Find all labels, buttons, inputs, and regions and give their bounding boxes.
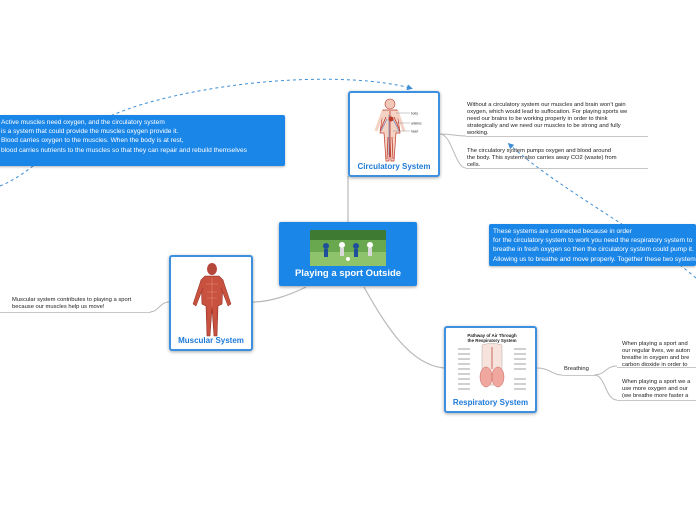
connector-central-respiratory bbox=[364, 287, 444, 368]
note-line: for the circulatory system to work you n… bbox=[493, 236, 696, 245]
circ-img-label-3: heart bbox=[411, 130, 418, 134]
muscular-diagram bbox=[187, 262, 237, 338]
topic-line: use more oxygen and our bbox=[622, 386, 696, 393]
topic-resp-more[interactable]: When playing a sport we a use more oxyge… bbox=[622, 379, 696, 400]
topic-line: oxygen, which would lead to suffocation.… bbox=[467, 109, 649, 116]
topic-underline bbox=[0, 312, 151, 313]
topic-line: because our muscles help us move! bbox=[12, 304, 152, 311]
topic-line: Muscular system contributes to playing a… bbox=[12, 297, 152, 304]
muscular-label: Muscular System bbox=[171, 336, 251, 345]
note-line: These systems are connected because in o… bbox=[493, 227, 696, 236]
resp-img-title-2: the Respiratory System bbox=[467, 338, 516, 343]
topic-line: our regular lives, we auton bbox=[622, 348, 696, 355]
connector-circulatory-pumps bbox=[440, 134, 466, 168]
circ-img-label-2: arteries bbox=[411, 122, 422, 126]
central-node[interactable]: Playing a sport Outside bbox=[279, 222, 417, 286]
circulatory-node[interactable]: body arteries heart Circulatory System bbox=[348, 91, 440, 177]
topic-circ-pumps[interactable]: The circulatory system pumps oxygen and … bbox=[467, 148, 649, 169]
topic-breathing[interactable]: Breathing bbox=[564, 366, 589, 373]
topic-underline bbox=[617, 367, 696, 368]
note-line: breathe in fresh oxygen so then the circ… bbox=[493, 245, 696, 254]
topic-underline bbox=[466, 136, 648, 137]
topic-underline bbox=[617, 400, 696, 401]
topic-line: (we breathe more faster a bbox=[622, 393, 696, 400]
connector-breathing-more bbox=[594, 375, 617, 400]
topic-line: When playing a sport and bbox=[622, 341, 696, 348]
connector-breathing-regular bbox=[594, 366, 617, 375]
topic-underline bbox=[466, 168, 648, 169]
respiratory-diagram: Pathway of Air Through the Respiratory S… bbox=[452, 331, 532, 401]
topic-muscular-contrib[interactable]: Muscular system contributes to playing a… bbox=[12, 297, 152, 311]
topic-underline bbox=[562, 375, 595, 376]
respiratory-node[interactable]: Pathway of Air Through the Respiratory S… bbox=[444, 326, 537, 413]
note-line: blood carries nutrients to the muscles s… bbox=[1, 146, 281, 155]
muscular-node[interactable]: Muscular System bbox=[169, 255, 253, 351]
note-systems-connected[interactable]: These systems are connected because in o… bbox=[489, 224, 696, 266]
soccer-photo bbox=[310, 230, 386, 266]
topic-line: the body. This system also carries away … bbox=[467, 155, 649, 162]
topic-line: strategically and we need our muscles to… bbox=[467, 123, 649, 130]
topic-line: When playing a sport we a bbox=[622, 379, 696, 386]
connector-central-muscular bbox=[253, 287, 306, 302]
topic-line: The circulatory system pumps oxygen and … bbox=[467, 148, 649, 155]
topic-circ-without[interactable]: Without a circulatory system our muscles… bbox=[467, 102, 649, 137]
topic-line: need our brains to be working properly i… bbox=[467, 116, 649, 123]
topic-resp-regular[interactable]: When playing a sport and our regular liv… bbox=[622, 341, 696, 369]
respiratory-label: Respiratory System bbox=[446, 398, 535, 407]
note-line: Allowing us to breathe and move properly… bbox=[493, 255, 696, 264]
circulatory-diagram: body arteries heart bbox=[366, 97, 426, 163]
note-line: Blood carries oxygen to the muscles. Whe… bbox=[1, 136, 281, 145]
circ-img-label-1: body bbox=[411, 112, 418, 116]
topic-line: Without a circulatory system our muscles… bbox=[467, 102, 649, 109]
central-label: Playing a sport Outside bbox=[279, 268, 417, 279]
connector-muscular-contrib bbox=[150, 302, 169, 312]
note-active-muscles[interactable]: Active muscles need oxygen, and the circ… bbox=[0, 115, 285, 166]
topic-line: breathe in oxygen and bre bbox=[622, 355, 696, 362]
connector-respiratory-breathing bbox=[537, 368, 562, 375]
circulatory-label: Circulatory System bbox=[350, 162, 438, 171]
note-line: is a system that could provide the muscl… bbox=[1, 127, 281, 136]
note-line: Active muscles need oxygen, and the circ… bbox=[1, 118, 281, 127]
